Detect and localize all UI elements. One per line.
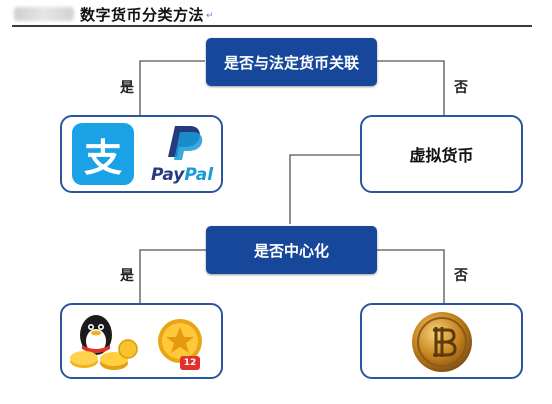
edge-q1-yes bbox=[139, 60, 205, 115]
centralized-box: 12 bbox=[60, 303, 223, 379]
edge-q1-no bbox=[377, 60, 445, 115]
virtual-currency-label: 虚拟货币 bbox=[409, 146, 474, 165]
blurred-label bbox=[14, 7, 74, 21]
paypal-word-pay: Pay bbox=[150, 165, 185, 185]
qq-penguin-coins-icon bbox=[70, 315, 138, 370]
title-underline bbox=[12, 25, 532, 27]
q-coin-icon bbox=[158, 319, 202, 363]
return-mark-icon: ↵ bbox=[206, 11, 214, 21]
decentralized-box bbox=[360, 303, 523, 379]
alipay-glyph: 支 bbox=[83, 135, 122, 180]
decision-fiat-linked: 是否与法定货币关联 bbox=[206, 38, 377, 86]
decision-centralized-label: 是否中心化 bbox=[253, 241, 329, 260]
page-title: 数字货币分类方法 bbox=[80, 5, 205, 24]
edge-virtual-q2 bbox=[289, 154, 360, 224]
paypal-word-pal: Pal bbox=[184, 165, 214, 185]
decision-centralized: 是否中心化 bbox=[206, 226, 377, 274]
paypal-logo: PayPal bbox=[146, 123, 218, 187]
edge-label-yes-1: 是 bbox=[120, 80, 134, 96]
edge-label-no-2: 否 bbox=[454, 268, 468, 284]
edge-label-yes-2: 是 bbox=[120, 268, 134, 284]
paypal-p-icon bbox=[168, 126, 203, 160]
edge-q2-yes bbox=[139, 249, 206, 304]
edge-label-no-1: 否 bbox=[454, 80, 468, 96]
q-coin-count: 12 bbox=[183, 358, 197, 368]
alipay-logo: 支 bbox=[72, 123, 134, 185]
virtual-currency-box: 虚拟货币 bbox=[360, 115, 523, 193]
bitcoin-coin-icon bbox=[412, 312, 472, 372]
fiat-linked-box: 支 PayPal bbox=[60, 115, 223, 193]
edge-q2-no bbox=[377, 249, 445, 304]
page-header: 数字货币分类方法 ↵ bbox=[14, 4, 214, 24]
q-coin-count-badge: 12 bbox=[180, 356, 200, 370]
decision-fiat-linked-label: 是否与法定货币关联 bbox=[223, 53, 359, 72]
